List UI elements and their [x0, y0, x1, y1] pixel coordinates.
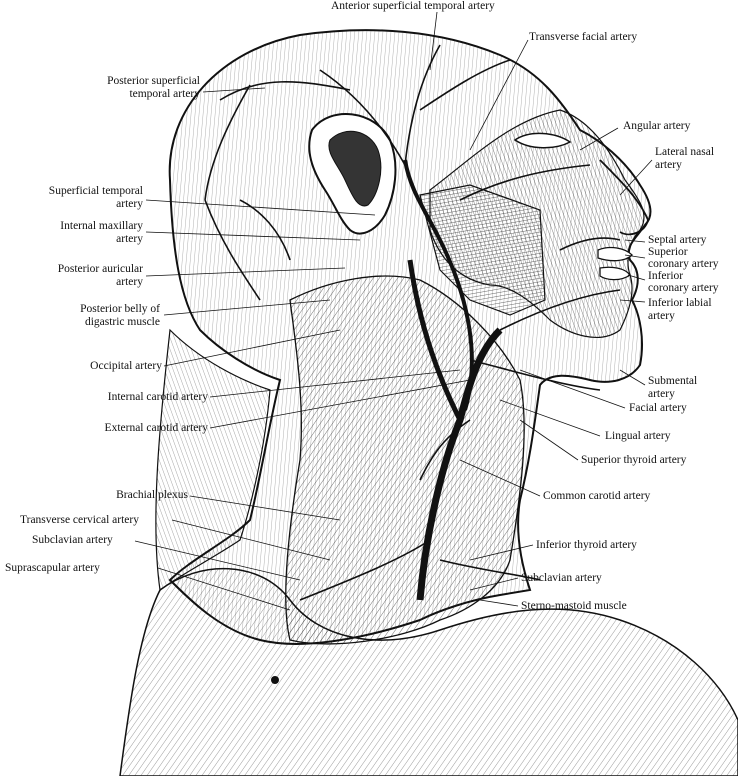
- label-facial-artery: Facial artery: [629, 402, 687, 414]
- lips: [597, 246, 633, 281]
- posterior-neck: [155, 328, 271, 592]
- label-inferior-coronary-artery-line1: Inferior: [648, 270, 684, 282]
- label-posterior-auricular-artery-line2: artery: [116, 276, 143, 288]
- label-septal-artery: Septal artery: [648, 234, 707, 246]
- label-suprascapular-artery: Suprascapular artery: [5, 562, 100, 574]
- label-internal-maxillary-artery-line2: artery: [116, 233, 143, 245]
- label-sterno-mastoid-muscle: Sterno-mastoid muscle: [521, 600, 627, 612]
- label-common-carotid-artery: Common carotid artery: [543, 490, 651, 502]
- label-internal-carotid-artery: Internal carotid artery: [107, 391, 208, 403]
- label-posterior-belly-digastric-line1: Posterior belly of: [80, 303, 160, 315]
- eye: [513, 132, 572, 149]
- label-submental-artery-line1: Submental: [648, 375, 698, 387]
- internal-carotid-vessel: [407, 259, 463, 422]
- label-superficial-temporal-artery-line2: artery: [116, 198, 143, 210]
- label-superior-coronary-artery-line2: coronary artery: [648, 258, 719, 270]
- label-inferior-labial-artery-line1: Inferior labial: [648, 297, 712, 309]
- label-internal-maxillary-artery-line1: Internal maxillary: [60, 220, 143, 232]
- label-superior-coronary-artery-line1: Superior: [648, 246, 688, 258]
- label-superficial-temporal-artery-line1: Superficial temporal: [48, 185, 143, 197]
- label-submental-artery-line2: artery: [648, 388, 675, 400]
- label-occipital-artery: Occipital artery: [90, 360, 162, 372]
- label-transverse-cervical-artery: Transverse cervical artery: [20, 514, 139, 526]
- common-carotid-vessel: [416, 327, 503, 601]
- masseter-muscle: [419, 184, 546, 316]
- label-superior-thyroid-artery: Superior thyroid artery: [581, 454, 687, 466]
- nose: [599, 159, 649, 236]
- label-lateral-nasal-artery-line2: artery: [655, 159, 682, 171]
- label-inferior-thyroid-artery: Inferior thyroid artery: [536, 539, 637, 551]
- label-brachial-plexus: Brachial plexus: [116, 489, 188, 501]
- external-carotid-vessel: [403, 159, 474, 411]
- label-lateral-nasal-artery-line1: Lateral nasal: [655, 146, 715, 158]
- neck-muscles: [285, 275, 525, 645]
- leader-lines: [134, 11, 653, 611]
- clavicle-mark: [271, 676, 279, 684]
- label-angular-artery: Angular artery: [623, 120, 691, 132]
- label-posterior-auricular-artery-line1: Posterior auricular: [57, 263, 143, 275]
- label-subclavian-artery-left: Subclavian artery: [32, 534, 113, 546]
- shoulder-muscles: [119, 567, 738, 776]
- label-transverse-facial-artery: Transverse facial artery: [529, 31, 638, 43]
- label-inferior-labial-artery-line2: artery: [648, 310, 675, 322]
- label-subclavian-artery-right: Subclavian artery: [521, 572, 602, 584]
- label-inferior-coronary-artery-line2: coronary artery: [648, 282, 719, 294]
- label-lingual-artery: Lingual artery: [605, 430, 671, 442]
- label-posterior-superficial-temporal-artery-line1: Posterior superficial: [107, 75, 200, 87]
- scalp-arteries: [204, 44, 621, 601]
- label-posterior-superficial-temporal-artery-line2: temporal artery: [129, 88, 200, 100]
- label-external-carotid-artery: External carotid artery: [104, 422, 208, 434]
- label-anterior-superficial-temporal-artery: Anterior superficial temporal artery: [331, 0, 495, 12]
- label-posterior-belly-digastric-line2: digastric muscle: [84, 316, 160, 328]
